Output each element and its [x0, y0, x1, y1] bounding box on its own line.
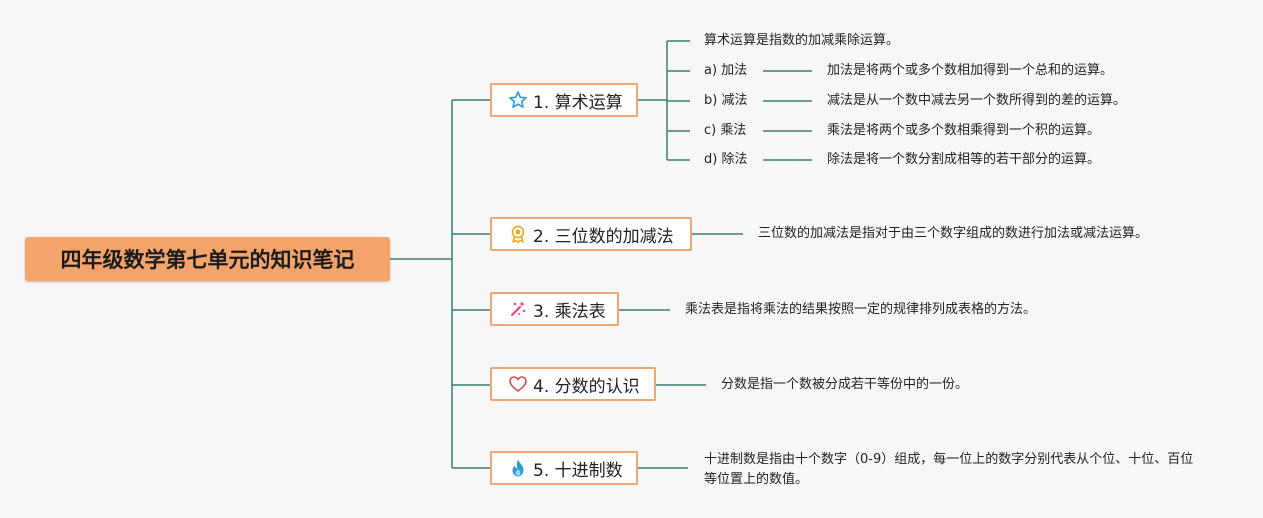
- medal-icon: [508, 224, 528, 244]
- subtopic-label: d) 除法: [704, 152, 748, 167]
- topic-label: 3. 乘法表: [533, 301, 606, 322]
- sparkle-wand-icon: [508, 299, 528, 319]
- subtopic-desc: 乘法是将两个或多个数相乘得到一个积的运算。: [827, 123, 1101, 138]
- topic-label: 1. 算术运算: [533, 92, 623, 113]
- root-topic[interactable]: 四年级数学第七单元的知识笔记: [25, 237, 390, 281]
- root-title: 四年级数学第七单元的知识笔记: [60, 248, 355, 272]
- topic-multiplication-table[interactable]: 3. 乘法表: [490, 292, 619, 326]
- topic-arithmetic[interactable]: 1. 算术运算: [490, 83, 638, 117]
- arithmetic-intro: 算术运算是指数的加减乘除运算。: [704, 33, 900, 48]
- subtopic-label: c) 乘法: [704, 123, 747, 138]
- topic-three-digit-addition-subtraction[interactable]: 2. 三位数的加减法: [490, 217, 692, 251]
- topic-label: 4. 分数的认识: [533, 376, 640, 397]
- topic-decimal-numbers[interactable]: 5. 十进制数: [490, 451, 638, 485]
- subtopic-desc: 除法是将一个数分割成相等的若干部分的运算。: [827, 152, 1101, 167]
- heart-icon: [508, 374, 528, 394]
- topic-label: 5. 十进制数: [533, 460, 623, 481]
- subtopic-desc: 加法是将两个或多个数相加得到一个总和的运算。: [827, 63, 1114, 78]
- subtopic-label: b) 减法: [704, 93, 748, 108]
- topic-desc: 十进制数是指由十个数字（0-9）组成，每一位上的数字分别代表从个位、十位、百位等…: [704, 452, 1194, 487]
- topic-desc: 乘法表是指将乘法的结果按照一定的规律排列成表格的方法。: [685, 302, 1037, 317]
- topic-fractions[interactable]: 4. 分数的认识: [490, 367, 656, 401]
- star-icon: [508, 90, 528, 110]
- topic-label: 2. 三位数的加减法: [533, 226, 674, 247]
- subtopic-label: a) 加法: [704, 63, 748, 78]
- topic-desc: 分数是指一个数被分成若干等份中的一份。: [721, 377, 969, 392]
- subtopic-desc: 减法是从一个数中减去另一个数所得到的差的运算。: [827, 93, 1127, 108]
- flame-icon: [508, 458, 528, 478]
- topic-desc: 三位数的加减法是指对于由三个数字组成的数进行加法或减法运算。: [758, 226, 1149, 241]
